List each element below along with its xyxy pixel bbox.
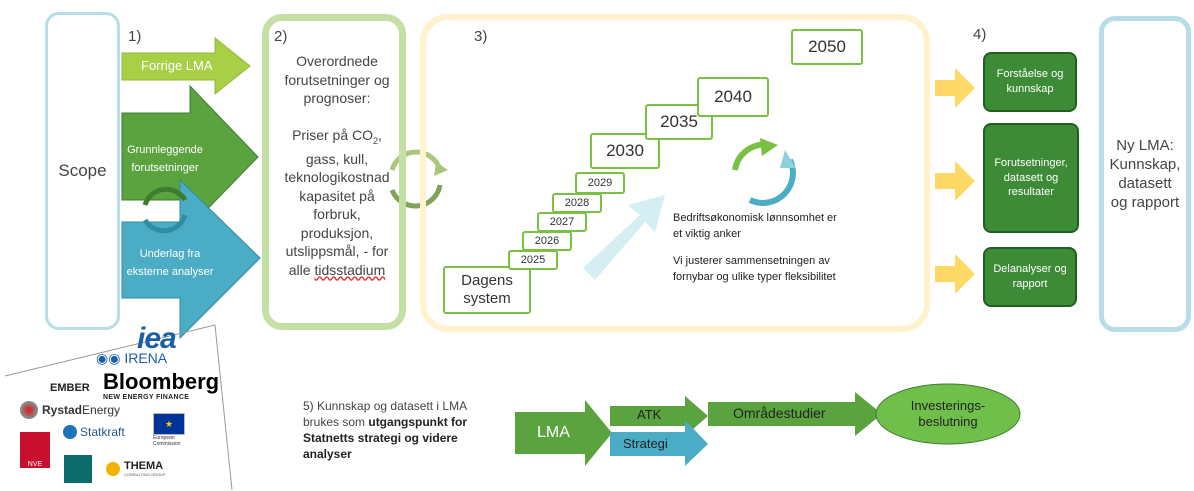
timeline-note-1: Bedriftsøkonomisk lønnsomhet er et vikti… [673, 212, 837, 240]
output-box-understanding: Forståelse og kunnskap [983, 52, 1077, 112]
flow-lma-arrow [515, 400, 612, 466]
ec-logo: ★ European Commission [153, 413, 185, 447]
timeline-frame [420, 14, 930, 332]
museum-logo-icon [64, 455, 92, 483]
scope-box: Scope [45, 12, 120, 330]
nve-logo: NVE [20, 432, 50, 468]
flow-strategi-label: Strategi [623, 436, 668, 451]
year-box-2026: 2026 [522, 231, 572, 251]
step-2-label: 2) [274, 28, 288, 45]
flow-strategi-arrow [610, 420, 708, 466]
flow-atk-arrow [610, 396, 708, 436]
iea-logo: iea [137, 322, 177, 355]
step-5-text: 5) Kunnskap og datasett i LMA brukes som… [303, 399, 468, 461]
cycle-icon-timeline [732, 138, 796, 206]
output-arrow-3 [935, 254, 975, 294]
rystad-logo: RystadEnergy [20, 401, 120, 419]
thema-logo: THEMA CONSULTING GROUP [106, 460, 166, 477]
statkraft-logo: Statkraft [63, 425, 125, 439]
irena-logo: ◉◉ IRENA [96, 350, 168, 366]
year-box-2030: 2030 [590, 133, 660, 169]
assumptions-box [262, 14, 406, 330]
year-box-2027: 2027 [537, 212, 587, 232]
scope-label: Scope [58, 161, 107, 180]
output-box-reports: Delanalyser og rapport [983, 247, 1077, 307]
year-box-2050: 2050 [791, 29, 863, 65]
step-4-label: 4) [973, 26, 987, 43]
flow-omrade-label: Områdestudier [733, 405, 826, 421]
output-arrow-1 [935, 68, 975, 108]
year-box-dagens: Dagens system [443, 266, 531, 314]
statkraft-icon [63, 425, 77, 439]
year-box-2029: 2029 [575, 172, 625, 194]
irena-icon: ◉◉ [96, 350, 121, 366]
grunnleggende-label: Grunnleggende forutsetninger [127, 144, 203, 174]
underlag-label: Underlag fra eksterne analyser [126, 248, 214, 278]
flow-invest-ellipse [875, 383, 1021, 445]
timeline-progress-arrow [583, 195, 665, 280]
cycle-icon-left [389, 149, 448, 209]
forrige-lma-label: Forrige LMA [141, 58, 213, 73]
assumptions-text: Overordnede forutsetninger og prognoser:… [284, 53, 390, 278]
year-box-2040: 2040 [697, 77, 769, 117]
step-3-label: 3) [474, 28, 488, 45]
underlag-arrow [121, 178, 261, 340]
step-1-label: 1) [128, 28, 142, 45]
output-arrow-2 [935, 161, 975, 201]
bloomberg-logo: Bloomberg NEW ENERGY FINANCE [103, 369, 220, 402]
eu-flag-icon: ★ [153, 413, 185, 435]
flow-invest-label: Investerings- beslutning [910, 398, 986, 429]
flow-omrade-arrow [708, 392, 882, 436]
output-box-datasets: Forutsetninger, datasett og resultater [983, 123, 1079, 233]
rystad-icon [20, 401, 38, 419]
year-box-2025: 2025 [508, 250, 558, 270]
ember-logo: EMBER [50, 382, 90, 394]
timeline-note-2: Vi justerer sammensetningen av fornybar … [673, 255, 836, 283]
forrige-lma-arrow [121, 36, 251, 96]
result-box: Ny LMA: Kunnskap, datasett og rapport [1099, 16, 1191, 332]
year-box-2028: 2028 [552, 193, 602, 213]
thema-icon [106, 461, 120, 476]
flow-lma-label: LMA [537, 424, 570, 441]
cycle-icon-inputs [142, 186, 188, 206]
flow-atk-label: ATK [637, 407, 662, 422]
